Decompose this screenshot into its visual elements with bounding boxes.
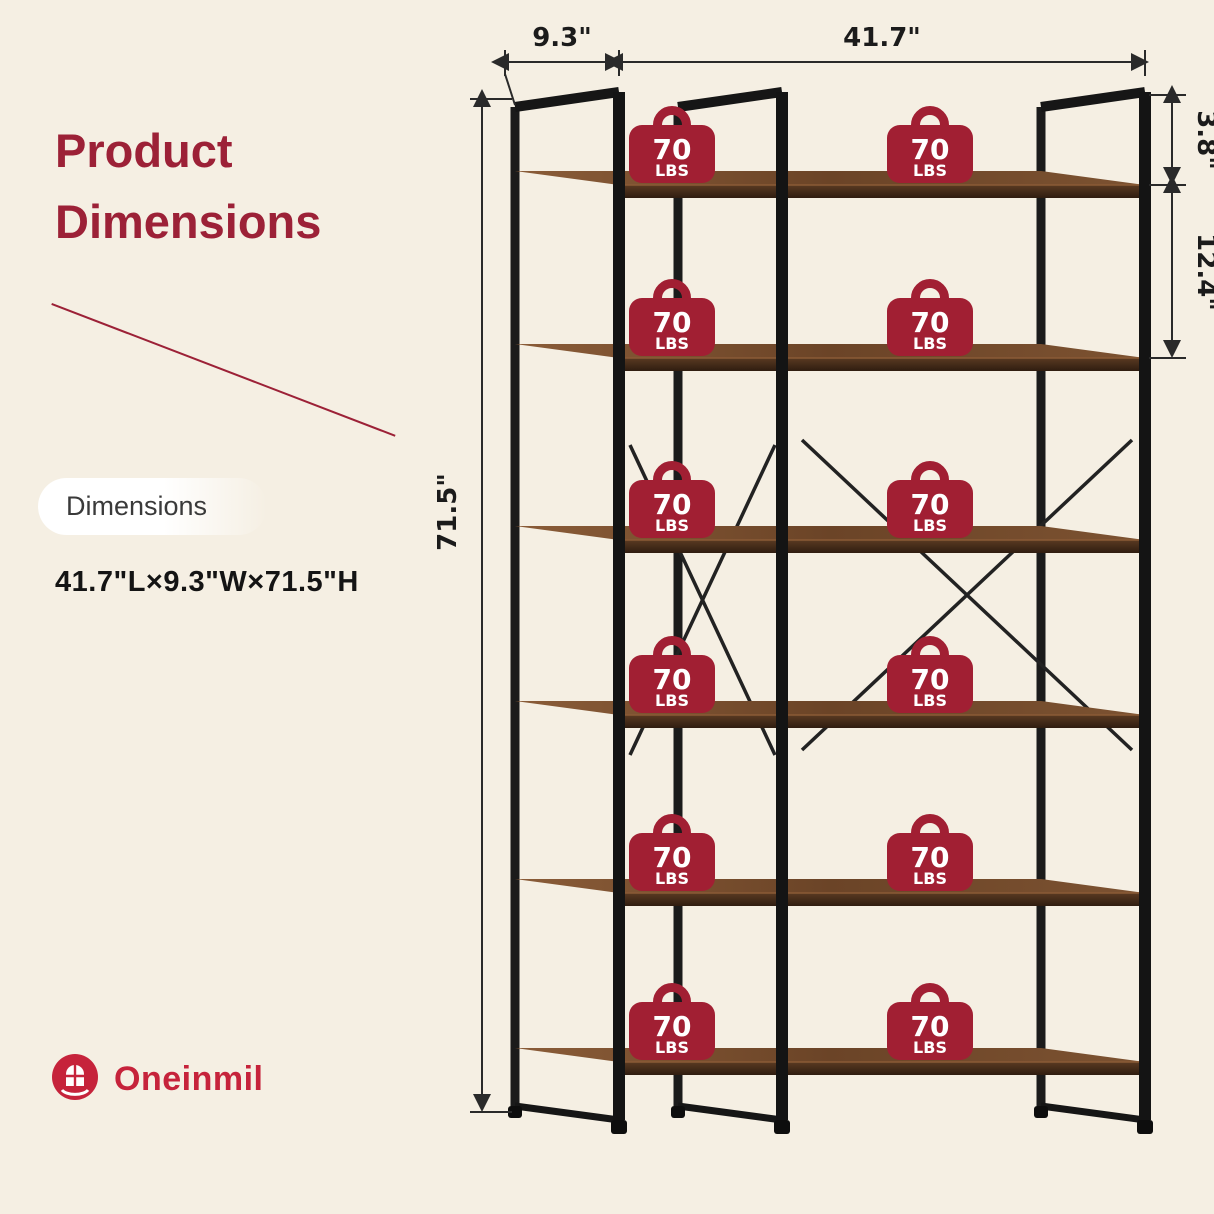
weight-badge [887,641,973,714]
frame-back-posts [510,107,1046,1106]
brand-logo-row: Oneinmil [50,1052,263,1107]
depth-dimension-label: 9.3" [532,23,592,53]
weight-badge [887,988,973,1061]
height-dimension-label: 71.5" [433,473,463,551]
page-title-line2: Dimensions [55,194,322,248]
brand-logo-icon [50,1052,100,1107]
weight-badge [629,641,715,714]
adjustable-feet [508,1106,1153,1134]
shelf-board [515,171,1145,198]
weight-badge [629,988,715,1061]
shelf-board [515,701,1145,728]
weight-badge [629,819,715,892]
frame-front-posts [613,92,1151,1120]
weight-badge [887,284,973,357]
page-title-line1: Product [55,124,233,177]
bookshelf-illustration: 70 LBS [433,23,1214,1134]
dimensions-value: 41.7"L×9.3"W×71.5"H [55,566,359,598]
weight-badge [887,819,973,892]
shelf-board [515,1048,1145,1075]
weight-badge [629,111,715,184]
frame-depth-beams [514,87,1146,1124]
shelf-board [515,526,1145,553]
shelf-board [515,344,1145,371]
dimension-annotations: 9.3" 41.7" 3.8" 12.4" 71.5" [433,23,1214,1113]
shelf-boards [515,171,1145,1075]
top-gap-dimension-label: 3.8" [1191,110,1214,170]
decorative-diagonal-line [51,303,396,437]
weight-badge [887,466,973,539]
weight-badge [629,284,715,357]
page-title: Product Dimensions [55,116,321,257]
brand-name: Oneinmil [114,1060,264,1098]
dimensions-pill: Dimensions [38,478,268,535]
shelf-board [515,879,1145,906]
width-dimension-label: 41.7" [843,23,921,53]
weight-badge [629,466,715,539]
shelf-gap-dimension-label: 12.4" [1191,233,1214,311]
weight-badge [887,111,973,184]
